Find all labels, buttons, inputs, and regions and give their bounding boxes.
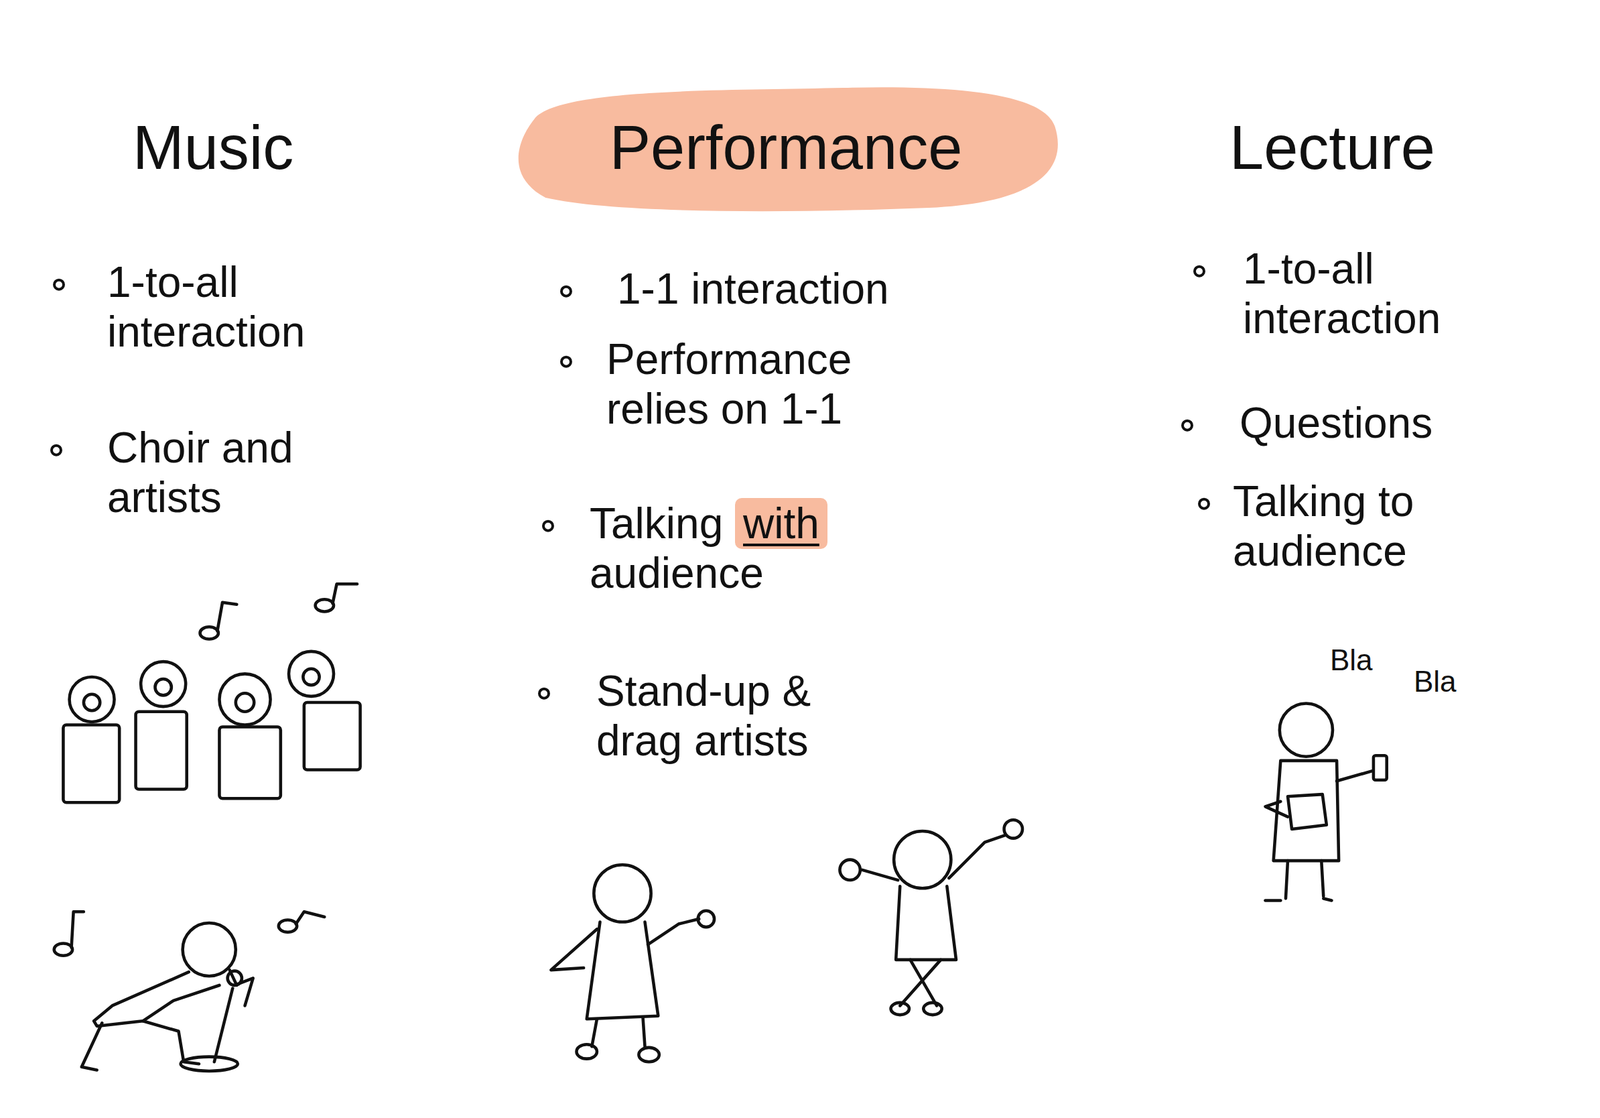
bullet-dot bbox=[1182, 420, 1192, 431]
bullet-dot bbox=[561, 357, 571, 367]
bullet-dot bbox=[561, 286, 571, 297]
choir-figures bbox=[62, 583, 360, 803]
column-heading: Music bbox=[132, 112, 294, 184]
band-fill bbox=[518, 87, 1058, 212]
bullet-dot bbox=[54, 280, 64, 290]
bullet-dot bbox=[539, 688, 549, 699]
singer-figure bbox=[54, 911, 325, 1071]
bullet-text: 1-1 interaction bbox=[617, 264, 939, 315]
lecturer-figure bbox=[1264, 703, 1387, 901]
bullet-text: 1-to-all interaction bbox=[107, 257, 389, 357]
highlight-band: Performance bbox=[499, 76, 1073, 220]
speech-text: Bla bbox=[1413, 664, 1457, 699]
bullet-dot bbox=[51, 445, 61, 455]
performer-figures bbox=[550, 819, 1023, 1062]
column-heading: Lecture bbox=[1229, 112, 1436, 184]
bullet-text: Performance relies on 1-1 bbox=[606, 335, 922, 434]
bullet-dot bbox=[1194, 266, 1205, 277]
bullet-text: Choir and artists bbox=[107, 423, 389, 522]
bullet-dot bbox=[543, 521, 553, 531]
bullet-text: Talking to audience bbox=[1232, 477, 1515, 576]
speech-text: Bla bbox=[1329, 643, 1373, 678]
bullet-text: Questions bbox=[1239, 398, 1535, 449]
bullet-text: 1-to-all interaction bbox=[1242, 244, 1525, 344]
bullet-text: Talking with audience bbox=[589, 499, 905, 598]
bullet-dot bbox=[1199, 499, 1209, 509]
bullet-text: Stand-up & drag artists bbox=[596, 666, 905, 766]
band-heading: Performance bbox=[609, 113, 963, 182]
